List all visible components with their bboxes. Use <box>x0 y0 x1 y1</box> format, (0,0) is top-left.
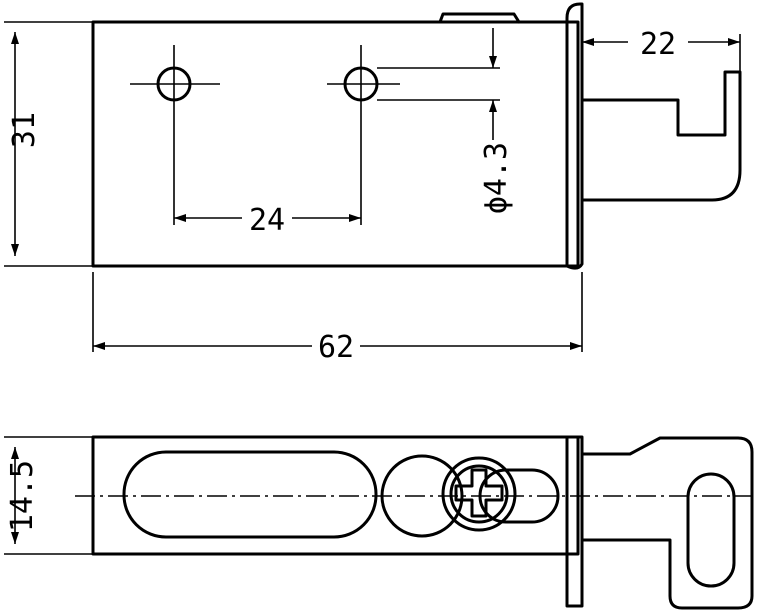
bottom-view <box>75 435 754 610</box>
top-view <box>91 2 742 270</box>
long-slot <box>122 450 378 539</box>
hook-slot <box>686 472 736 588</box>
dimension-hook-length: 22 <box>582 27 741 72</box>
hook-side <box>580 436 754 610</box>
dimension-phi-4-3-label: ϕ4.3 <box>479 142 514 214</box>
plate-body <box>91 20 580 268</box>
dimension-total-length: 62 <box>92 272 583 365</box>
dimension-24-label: 24 <box>249 203 285 238</box>
dimension-31-label: 31 <box>7 112 42 148</box>
hook-body <box>580 70 742 202</box>
dimension-62-label: 62 <box>318 330 354 365</box>
top-tab <box>438 12 521 24</box>
dimension-hole-spacing: 24 <box>174 203 361 238</box>
flange-side <box>565 435 584 608</box>
dimension-14-5-label: 14.5 <box>5 460 40 532</box>
dimension-height-bottom: 14.5 <box>4 436 93 555</box>
right-flange <box>565 2 584 270</box>
dimension-22-label: 22 <box>640 27 676 62</box>
screw-head-inner <box>449 464 509 524</box>
dimension-height-front: 31 <box>4 21 93 267</box>
dimension-hole-diameter: ϕ4.3 <box>479 28 514 214</box>
screw-head-outer <box>441 456 517 532</box>
phillips-cross-icon <box>454 468 504 518</box>
